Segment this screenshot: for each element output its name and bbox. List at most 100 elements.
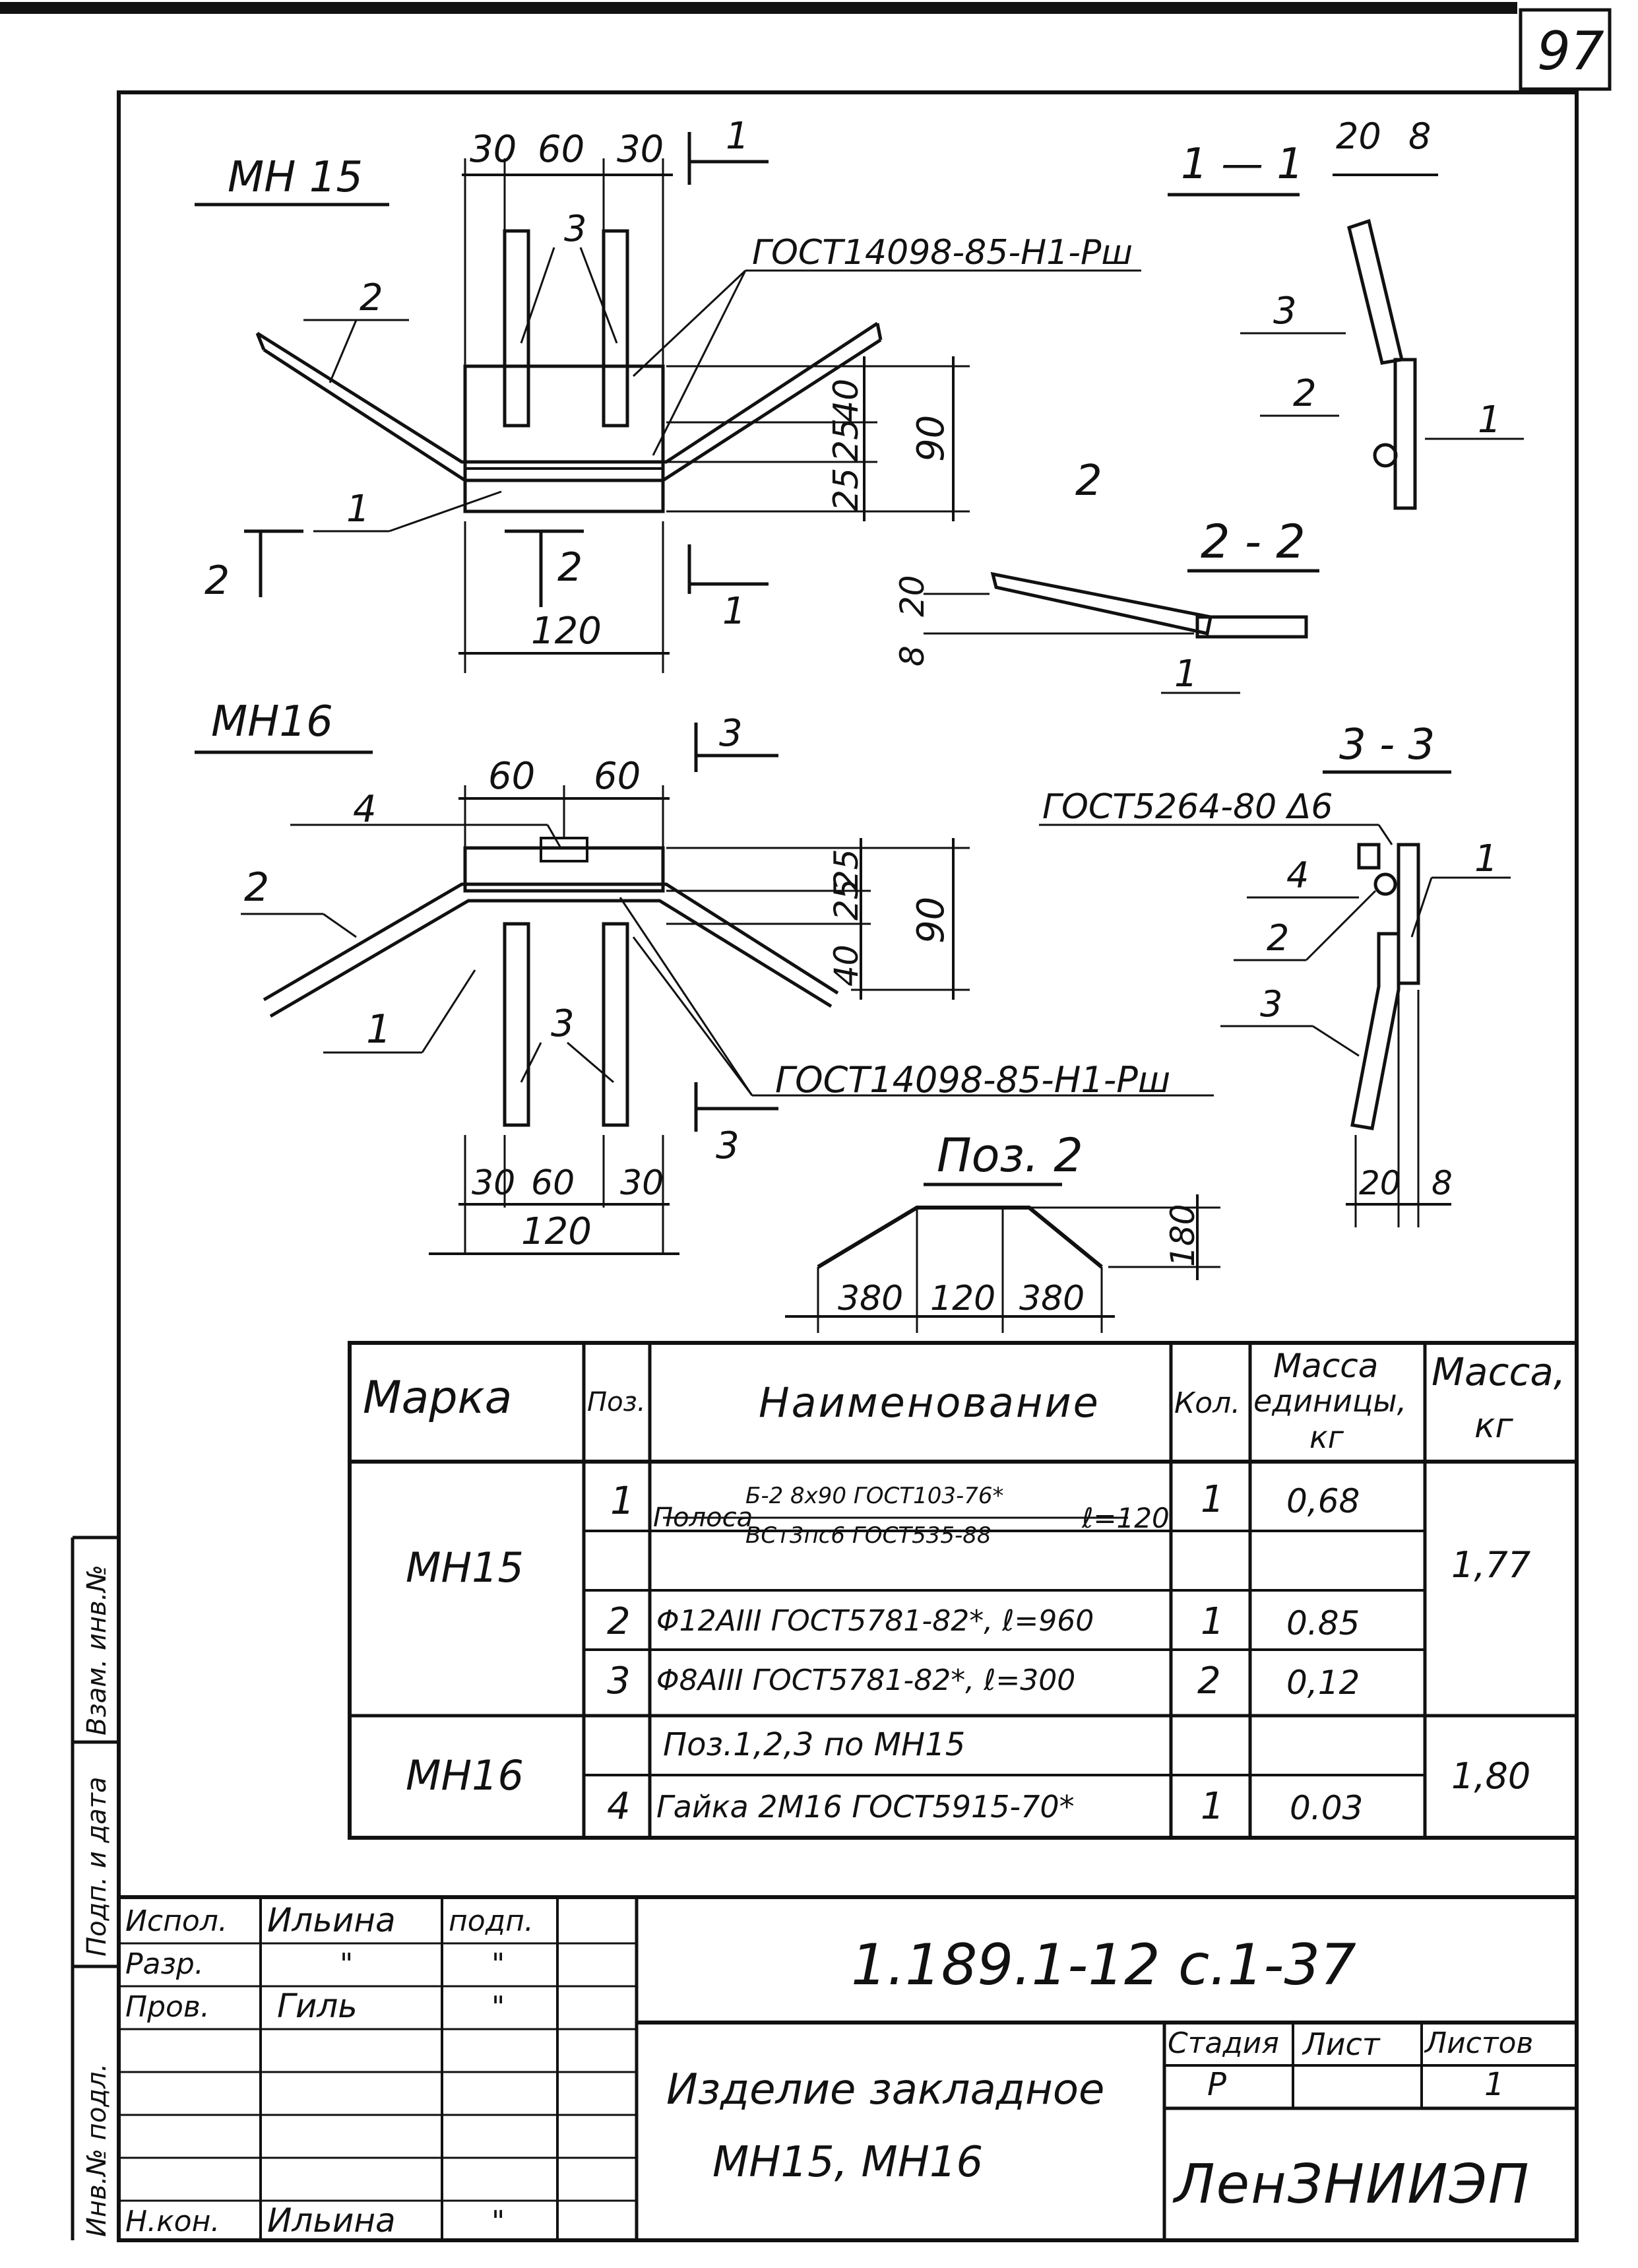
mn15-dim-top-1: 30 bbox=[470, 128, 517, 171]
section-3-3-title: 3 - 3 bbox=[1339, 721, 1435, 769]
mn16-dim-right-3: 40 bbox=[827, 944, 866, 987]
section-1-1-rod bbox=[1373, 443, 1398, 468]
mn15-gost: ГОСТ14098-85-Н1-Рш bbox=[752, 233, 1133, 273]
sign-developer: " bbox=[491, 1947, 505, 1981]
pos2-dim-3: 380 bbox=[1019, 1279, 1085, 1318]
row-3-name: Φ8АIII ГОСТ5781-82*, ℓ=300 bbox=[656, 1664, 1076, 1697]
row-5-name: Гайка 2М16 ГОСТ5915-70* bbox=[656, 1789, 1075, 1825]
row-2-unit-mass: 0.85 bbox=[1286, 1604, 1360, 1642]
sign-executor: подп. bbox=[449, 1904, 534, 1938]
mn16-bar-left bbox=[503, 922, 530, 1127]
section-3-3-pos-3: 3 bbox=[1260, 983, 1282, 1025]
row-3-qty: 2 bbox=[1197, 1660, 1221, 1702]
mn16-section-mark-bottom: 3 bbox=[716, 1124, 740, 1167]
mn15-dim-bottom: 120 bbox=[531, 610, 602, 653]
mn15-section-mark-top: 1 bbox=[726, 115, 749, 158]
view-mn15: МН 15 30 60 30 120 25 25 40 bbox=[195, 115, 1141, 673]
header-unit-mass-2: единицы, bbox=[1253, 1383, 1407, 1419]
row-5-qty: 1 bbox=[1201, 1785, 1224, 1828]
row-1-qty: 1 bbox=[1201, 1478, 1224, 1521]
section-3-3-gost: ГОСТ5264-80 Δ6 bbox=[1042, 787, 1333, 827]
mn16-bent-bar bbox=[263, 882, 839, 1002]
header-unit-mass-1: Масса bbox=[1273, 1347, 1379, 1385]
section-1-1-plate bbox=[1393, 358, 1417, 510]
view-section-3-3: 3 - 3 ГОСТ5264-80 Δ6 4 2 3 1 20 8 bbox=[1039, 721, 1511, 1227]
row-1-name-denominator: ВСт3пс6 ГОСТ535-88 bbox=[745, 1522, 992, 1549]
mn15-section-mark-left: 2 bbox=[205, 558, 230, 604]
section-3-3-pos-4: 4 bbox=[1286, 855, 1309, 896]
mn16-dim-bottom-2: 60 bbox=[531, 1163, 575, 1203]
mn16-dim-top-2: 60 bbox=[594, 755, 641, 798]
header-qty: Кол. bbox=[1174, 1386, 1241, 1420]
row-5-pos: 4 bbox=[607, 1785, 631, 1828]
mn15-bent-bar bbox=[256, 321, 879, 464]
mn16-dim-total: 90 bbox=[910, 897, 953, 944]
organization: ЛенЗНИИЭП bbox=[1174, 2153, 1530, 2216]
row-4-name: Поз.1,2,3 по МН15 bbox=[663, 1726, 966, 1763]
section-3-3-dim-1: 20 bbox=[1359, 1164, 1401, 1202]
page-number-box bbox=[1519, 8, 1612, 91]
name-norm-control: Ильина bbox=[267, 2201, 396, 2240]
pos2-title: Поз. 2 bbox=[937, 1128, 1083, 1183]
mn15-dim-total: 90 bbox=[910, 415, 953, 462]
mn15-pos-2: 2 bbox=[360, 276, 383, 319]
header-mass-1: Масса, bbox=[1432, 1349, 1566, 1394]
sheets-value: 1 bbox=[1484, 2066, 1505, 2103]
section-1-1-bar bbox=[1347, 218, 1404, 365]
group-mn16-total-mass: 1,80 bbox=[1451, 1755, 1531, 1797]
mn15-plate bbox=[463, 364, 665, 513]
section-2-2-dim-2: 8 bbox=[893, 645, 931, 666]
group-mn16-mark: МН16 bbox=[406, 1751, 524, 1799]
mn15-dim-top-3: 30 bbox=[617, 128, 664, 171]
section-3-3-dim-2: 8 bbox=[1432, 1164, 1453, 1202]
section-2-2-dim-1: 20 bbox=[893, 575, 931, 617]
section-1-1-title: 1 — 1 bbox=[1181, 140, 1304, 189]
section-1-1-pos-2: 2 bbox=[1293, 372, 1317, 415]
row-2-name: Φ12АIII ГОСТ5781-82*, ℓ=960 bbox=[656, 1604, 1094, 1638]
role-norm-control: Н.кон. bbox=[125, 2205, 220, 2238]
pos2-dim-1: 380 bbox=[838, 1279, 903, 1318]
mn16-gost: ГОСТ14098-85-Н1-Рш bbox=[775, 1059, 1170, 1101]
mn16-title: МН16 bbox=[211, 697, 333, 746]
row-1-unit-mass: 0,68 bbox=[1286, 1482, 1360, 1520]
mn15-dim-top-2: 60 bbox=[538, 128, 584, 171]
mn16-dim-bottom-1: 30 bbox=[472, 1163, 515, 1203]
section-1-1-pos-1: 1 bbox=[1478, 399, 1501, 441]
group-mn15-mark: МН15 bbox=[406, 1543, 524, 1592]
mn15-bar-right bbox=[602, 229, 629, 428]
mn15-title: МН 15 bbox=[228, 153, 363, 202]
mn15-pos-3: 3 bbox=[564, 208, 586, 249]
mn16-bar-right bbox=[602, 922, 629, 1127]
document-code: 1.189.1-12 с.1-37 bbox=[851, 1932, 1356, 1998]
stamp-inv-no: Инв.№ подл. bbox=[82, 2063, 112, 2237]
view-section-1-1: 1 — 1 20 8 3 2 1 bbox=[1168, 115, 1524, 510]
mn15-section-mark-bottom: 1 bbox=[722, 590, 746, 633]
section-2-2-pos-2: 2 bbox=[1075, 457, 1102, 505]
mn16-dim-bottom-3: 30 bbox=[620, 1163, 664, 1203]
side-stamp: Инв.№ подл. Подп. и дата Взам. инв.№ bbox=[71, 1536, 119, 2240]
mn15-pos-1: 1 bbox=[346, 488, 370, 531]
stage-value: Р bbox=[1207, 2066, 1226, 2103]
page-number: 97 bbox=[1537, 20, 1604, 82]
section-2-2-plate bbox=[1195, 615, 1308, 639]
row-1-name-prefix: Полоса bbox=[653, 1503, 753, 1533]
section-3-3-pos-2: 2 bbox=[1267, 917, 1289, 959]
mn15-bar-left bbox=[503, 229, 530, 428]
header-name: Наименование bbox=[759, 1378, 1100, 1427]
section-2-2-title: 2 - 2 bbox=[1201, 515, 1306, 569]
product-name-line-2: МН15, МН16 bbox=[712, 2138, 984, 2187]
product-name-line-1: Изделие закладное bbox=[666, 2065, 1105, 2114]
mn16-pos-4: 4 bbox=[353, 788, 377, 831]
row-3-unit-mass: 0,12 bbox=[1286, 1664, 1360, 1702]
mn15-dim-right-3: 40 bbox=[827, 379, 866, 422]
mn16-dim-top-1: 60 bbox=[488, 755, 535, 798]
mn16-section-mark-top: 3 bbox=[719, 712, 743, 755]
header-unit-mass-3: кг bbox=[1309, 1419, 1344, 1455]
title-block-grid bbox=[119, 1895, 1577, 2240]
view-mn16: МН16 60 60 25 25 40 90 4 2 1 3 bbox=[195, 697, 1214, 1255]
row-5-unit-mass: 0.03 bbox=[1290, 1789, 1364, 1827]
section-3-3-pos-1: 1 bbox=[1474, 837, 1498, 880]
mn16-dim-right-1: 25 bbox=[827, 849, 866, 891]
section-2-2-bar bbox=[990, 571, 1213, 635]
